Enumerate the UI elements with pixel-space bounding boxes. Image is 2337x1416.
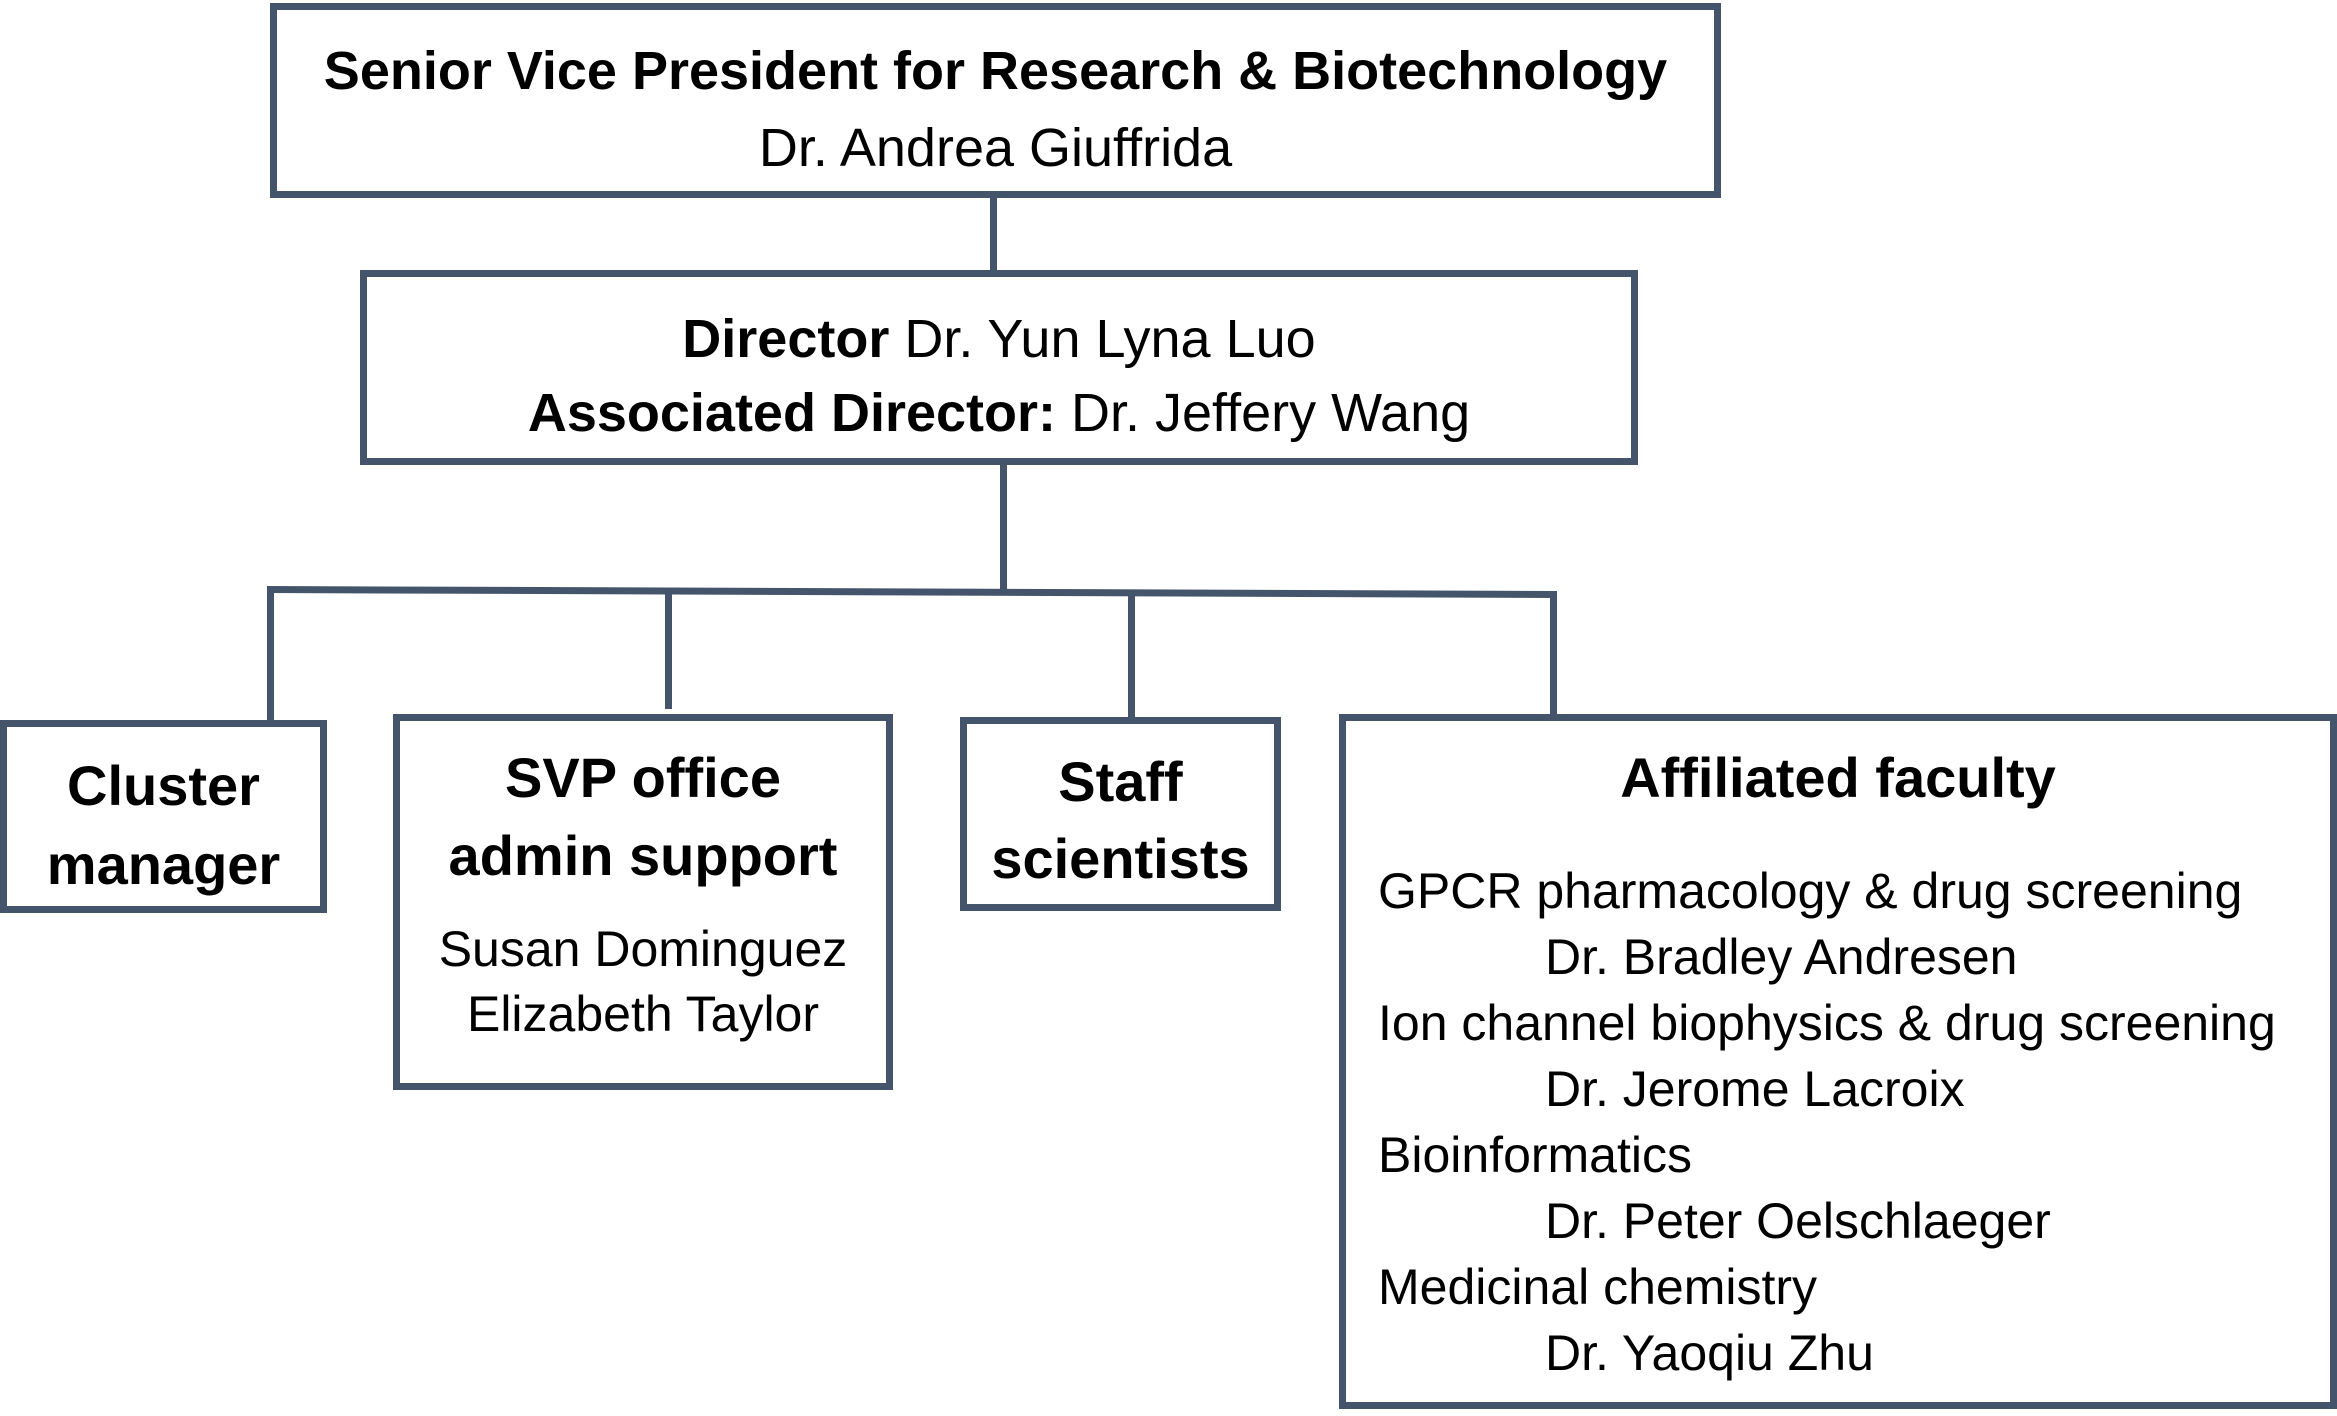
faculty-research-area: Medicinal chemistry: [1378, 1259, 1818, 1315]
faculty-entry: Medicinal chemistry Dr. Yaoqiu Zhu: [1378, 1254, 2330, 1386]
connector-svp-to-director: [990, 198, 997, 270]
director-name: Dr. Yun Lyna Luo: [889, 309, 1316, 369]
faculty-entry: GPCR pharmacology & drug screening Dr. B…: [1378, 858, 2330, 990]
director-label: Director: [682, 309, 890, 369]
admin-support-line2: admin support: [448, 824, 838, 887]
associate-director-label: Associated Director:: [527, 383, 1056, 443]
connector-to-cluster-manager: [267, 588, 274, 720]
faculty-member-name: Dr. Yaoqiu Zhu: [1545, 1325, 1874, 1381]
faculty-research-area: Ion channel biophysics & drug screening: [1378, 995, 2276, 1051]
cluster-manager-line2: manager: [46, 833, 281, 896]
admin-support-person: Susan Dominguez: [438, 921, 848, 977]
affiliated-faculty-box: Affiliated faculty GPCR pharmacology & d…: [1339, 714, 2337, 1409]
faculty-member-name: Dr. Peter Oelschlaeger: [1545, 1193, 2051, 1249]
connector-horizontal-bus: [266, 586, 1557, 598]
connector-director-down: [1000, 465, 1007, 589]
svp-title: Senior Vice President for Research & Bio…: [323, 41, 1668, 101]
cluster-manager-box: Cluster manager: [0, 720, 327, 913]
faculty-research-area: GPCR pharmacology & drug screening: [1378, 863, 2243, 919]
staff-scientists-line1: Staff: [1058, 750, 1183, 813]
faculty-member-name: Dr. Jerome Lacroix: [1545, 1061, 1965, 1117]
affiliated-faculty-list: GPCR pharmacology & drug screening Dr. B…: [1378, 858, 2330, 1386]
connector-to-admin-support: [665, 589, 672, 709]
staff-scientists-line2: scientists: [991, 827, 1250, 890]
director-box: Director Dr. Yun Lyna Luo Associated Dir…: [360, 270, 1638, 465]
faculty-member-name: Dr. Bradley Andresen: [1545, 929, 2018, 985]
associate-director-row: Associated Director: Dr. Jeffery Wang: [367, 378, 1631, 448]
svp-box: Senior Vice President for Research & Bio…: [270, 3, 1721, 198]
cluster-manager-line1: Cluster: [67, 754, 260, 817]
director-row: Director Dr. Yun Lyna Luo: [367, 304, 1631, 374]
admin-support-box: SVP office admin support Susan Dominguez…: [393, 714, 893, 1090]
admin-support-line1: SVP office: [505, 746, 781, 809]
associate-director-name: Dr. Jeffery Wang: [1056, 383, 1471, 443]
connector-to-affiliated-faculty: [1550, 591, 1557, 714]
faculty-research-area: Bioinformatics: [1378, 1127, 1692, 1183]
affiliated-faculty-heading: Affiliated faculty: [1620, 746, 2056, 809]
svp-name: Dr. Andrea Giuffrida: [758, 118, 1233, 178]
admin-support-person: Elizabeth Taylor: [466, 986, 820, 1042]
staff-scientists-box: Staff scientists: [960, 717, 1281, 911]
faculty-entry: Bioinformatics Dr. Peter Oelschlaeger: [1378, 1122, 2330, 1254]
faculty-entry: Ion channel biophysics & drug screening …: [1378, 990, 2330, 1122]
connector-to-staff-scientists: [1128, 590, 1135, 717]
